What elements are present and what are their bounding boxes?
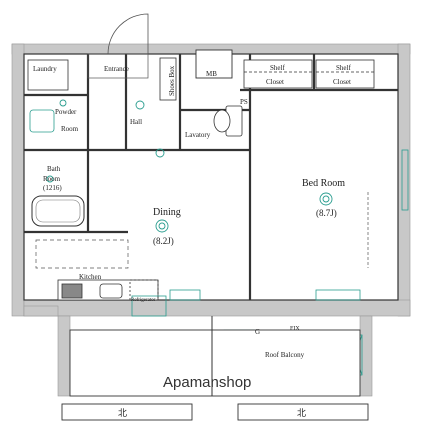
shoes-box-label: Shoes Box bbox=[168, 65, 176, 96]
bath-room-label-line2: Room bbox=[43, 175, 61, 183]
entrance-door bbox=[107, 13, 149, 55]
g-marker: G bbox=[255, 328, 260, 336]
laundry-label: Laundry bbox=[33, 65, 57, 73]
entrance-floor bbox=[87, 53, 149, 79]
hall-label: Hall bbox=[130, 118, 142, 126]
entrance-label: Entrance bbox=[104, 65, 129, 73]
mb-box bbox=[195, 49, 233, 79]
closets bbox=[243, 59, 375, 89]
powder-room-label-line1: Powder bbox=[55, 108, 77, 116]
dining-label: Dining bbox=[153, 207, 181, 218]
mb-label: MB bbox=[206, 70, 217, 78]
watermark: Apamanshop bbox=[163, 374, 251, 391]
bed-room-label: Bed Room bbox=[302, 178, 345, 189]
compass-mark-right: 北 bbox=[297, 408, 306, 418]
shelf-label-2: Shelf bbox=[336, 64, 351, 72]
compass-bar-left bbox=[61, 403, 193, 421]
bed-size-label: (8.7J) bbox=[316, 208, 337, 218]
dining-size-label: (8.2J) bbox=[153, 236, 174, 246]
balcony-outline bbox=[69, 329, 361, 397]
toilet bbox=[213, 105, 243, 137]
powder-room-label-line2: Room bbox=[61, 125, 79, 133]
ceiling-lights bbox=[46, 99, 333, 233]
bathtub bbox=[31, 195, 85, 227]
outer-walls bbox=[11, 43, 411, 397]
shoes-box-unit bbox=[159, 57, 177, 101]
kitchen-label: Kitchen bbox=[79, 273, 102, 281]
closet-label-2: Closet bbox=[333, 78, 351, 86]
closet-label-1: Closet bbox=[266, 78, 284, 86]
refrigerator-label: Refrigerator bbox=[131, 298, 156, 303]
bath-room-label-line1: Bath bbox=[47, 165, 61, 173]
kitchen-dashed-outline bbox=[35, 239, 129, 269]
powder-sink bbox=[29, 109, 55, 133]
compass-mark-left: 北 bbox=[118, 408, 127, 418]
kitchen-counter bbox=[57, 279, 159, 301]
shelf-label-1: Shelf bbox=[270, 64, 285, 72]
lavatory-label: Lavatory bbox=[185, 131, 211, 139]
ps-marker: PS bbox=[240, 98, 248, 106]
compass-bar-right bbox=[237, 403, 369, 421]
laundry-area bbox=[27, 59, 69, 91]
fix-marker: FIX bbox=[290, 326, 300, 332]
bath-size-label: (1216) bbox=[43, 184, 62, 192]
roof-balcony-label: Roof Balcony bbox=[265, 351, 305, 359]
bathtub-inner bbox=[35, 199, 81, 223]
